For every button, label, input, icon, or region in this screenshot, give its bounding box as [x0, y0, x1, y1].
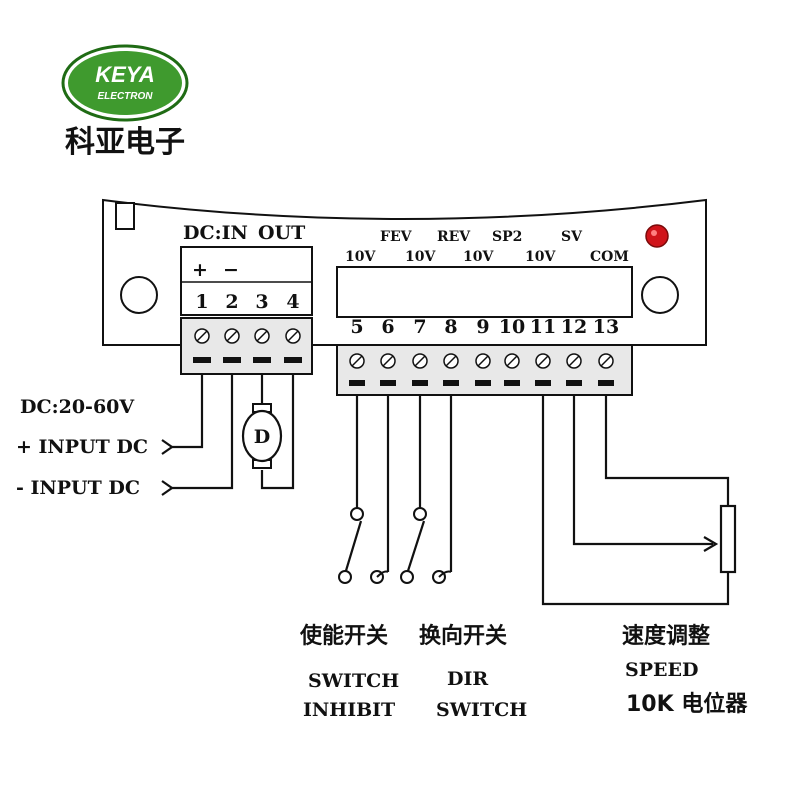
- mounting-hole-right: [641, 276, 679, 314]
- wire-terminal-11: [541, 395, 730, 606]
- terminal-13: 13: [593, 316, 619, 338]
- wire-motor-return: [260, 374, 295, 490]
- plus-input-label: + INPUT DC: [16, 436, 148, 458]
- direction-contact-left: [400, 570, 414, 584]
- speed-adjust-cn: 速度调整: [622, 623, 710, 649]
- speed-label: SPEED: [625, 659, 698, 681]
- signal-terminal-numbers: 5 6 7 8 9 10 11 12 13: [350, 316, 619, 338]
- signal-screws: [349, 353, 614, 369]
- terminal-7: 7: [413, 316, 426, 338]
- header-sv: SV: [561, 229, 583, 245]
- terminal-11: 11: [530, 316, 556, 338]
- dir-label: DIR: [447, 668, 488, 690]
- status-led: [645, 224, 669, 248]
- power-terminal-numbers: 1 2 3 4: [195, 291, 299, 313]
- plus-input-arrow: [161, 439, 174, 455]
- signal-connector: [336, 266, 633, 318]
- motor-letter: D: [254, 426, 270, 448]
- terminal-8: 8: [444, 316, 457, 338]
- minus-input-label: - INPUT DC: [16, 477, 140, 499]
- terminal-3: 3: [255, 291, 268, 313]
- wire-terminal-12: [572, 395, 713, 546]
- status-led-highlight: [651, 230, 657, 236]
- direction-switch-lever: [405, 520, 426, 575]
- signal-wiring: [343, 395, 730, 606]
- voltage-labels: 10V 10V 10V 10V COM: [345, 249, 629, 265]
- enable-switch-cn: 使能开关: [299, 623, 388, 649]
- potentiometer-label: 10K 电位器: [626, 691, 748, 717]
- voltage-10v-3: 10V: [463, 249, 494, 265]
- wire-plus-input: [170, 374, 204, 449]
- dc-in-label: DC:IN: [183, 222, 248, 244]
- dc-spec-label: DC:20-60V: [20, 396, 135, 418]
- minus-input-arrow: [161, 480, 174, 496]
- minus-label: −: [223, 259, 239, 281]
- enable-contact-top: [350, 507, 364, 521]
- potentiometer: [719, 504, 737, 574]
- logo-brand: KEYA: [95, 62, 155, 87]
- terminal-12: 12: [561, 316, 587, 338]
- terminal-9: 9: [476, 316, 489, 338]
- out-label: OUT: [258, 222, 305, 244]
- terminal-1: 1: [195, 291, 208, 313]
- power-connector: [180, 246, 313, 316]
- inhibit-label: INHIBIT: [303, 699, 395, 721]
- signal-terminal-block: [336, 344, 633, 396]
- voltage-10v-4: 10V: [525, 249, 556, 265]
- logo-chinese-name: 科亚电子: [65, 125, 185, 160]
- voltage-10v-2: 10V: [405, 249, 436, 265]
- power-terminal-block: [180, 317, 313, 375]
- signal-headers: FEV REV SP2 SV: [380, 229, 583, 245]
- motor-symbol: D: [241, 403, 283, 469]
- header-sp2: SP2: [492, 229, 522, 245]
- wire-terminal-13: [604, 395, 730, 508]
- power-screws: [194, 328, 301, 344]
- header-rev: REV: [437, 229, 471, 245]
- terminal-2: 2: [225, 291, 238, 313]
- signal-slots: [349, 380, 614, 386]
- dir-switch-label: SWITCH: [436, 699, 527, 721]
- wire-minus-input: [170, 374, 234, 490]
- mounting-hole-left: [120, 276, 158, 314]
- enable-switch-lever: [343, 520, 363, 575]
- switch-contacts: [338, 507, 452, 584]
- direction-contact-top: [413, 507, 427, 521]
- terminal-4: 4: [286, 291, 299, 313]
- terminal-5: 5: [350, 316, 363, 338]
- power-slots: [193, 357, 302, 363]
- voltage-10v-1: 10V: [345, 249, 376, 265]
- potentiometer-wiper-arrow: [703, 536, 719, 552]
- enable-contact-left: [338, 570, 352, 584]
- terminal-10: 10: [499, 316, 525, 338]
- board-notch: [115, 202, 135, 230]
- terminal-6: 6: [381, 316, 394, 338]
- direction-switch-cn: 换向开关: [419, 623, 507, 649]
- header-fev: FEV: [380, 229, 413, 245]
- logo-subtitle: ELECTRON: [98, 91, 154, 102]
- keya-logo: KEYA ELECTRON 科亚电子: [61, 44, 189, 160]
- plus-label: +: [192, 259, 208, 281]
- switch-label: SWITCH: [308, 670, 399, 692]
- voltage-com: COM: [590, 249, 629, 265]
